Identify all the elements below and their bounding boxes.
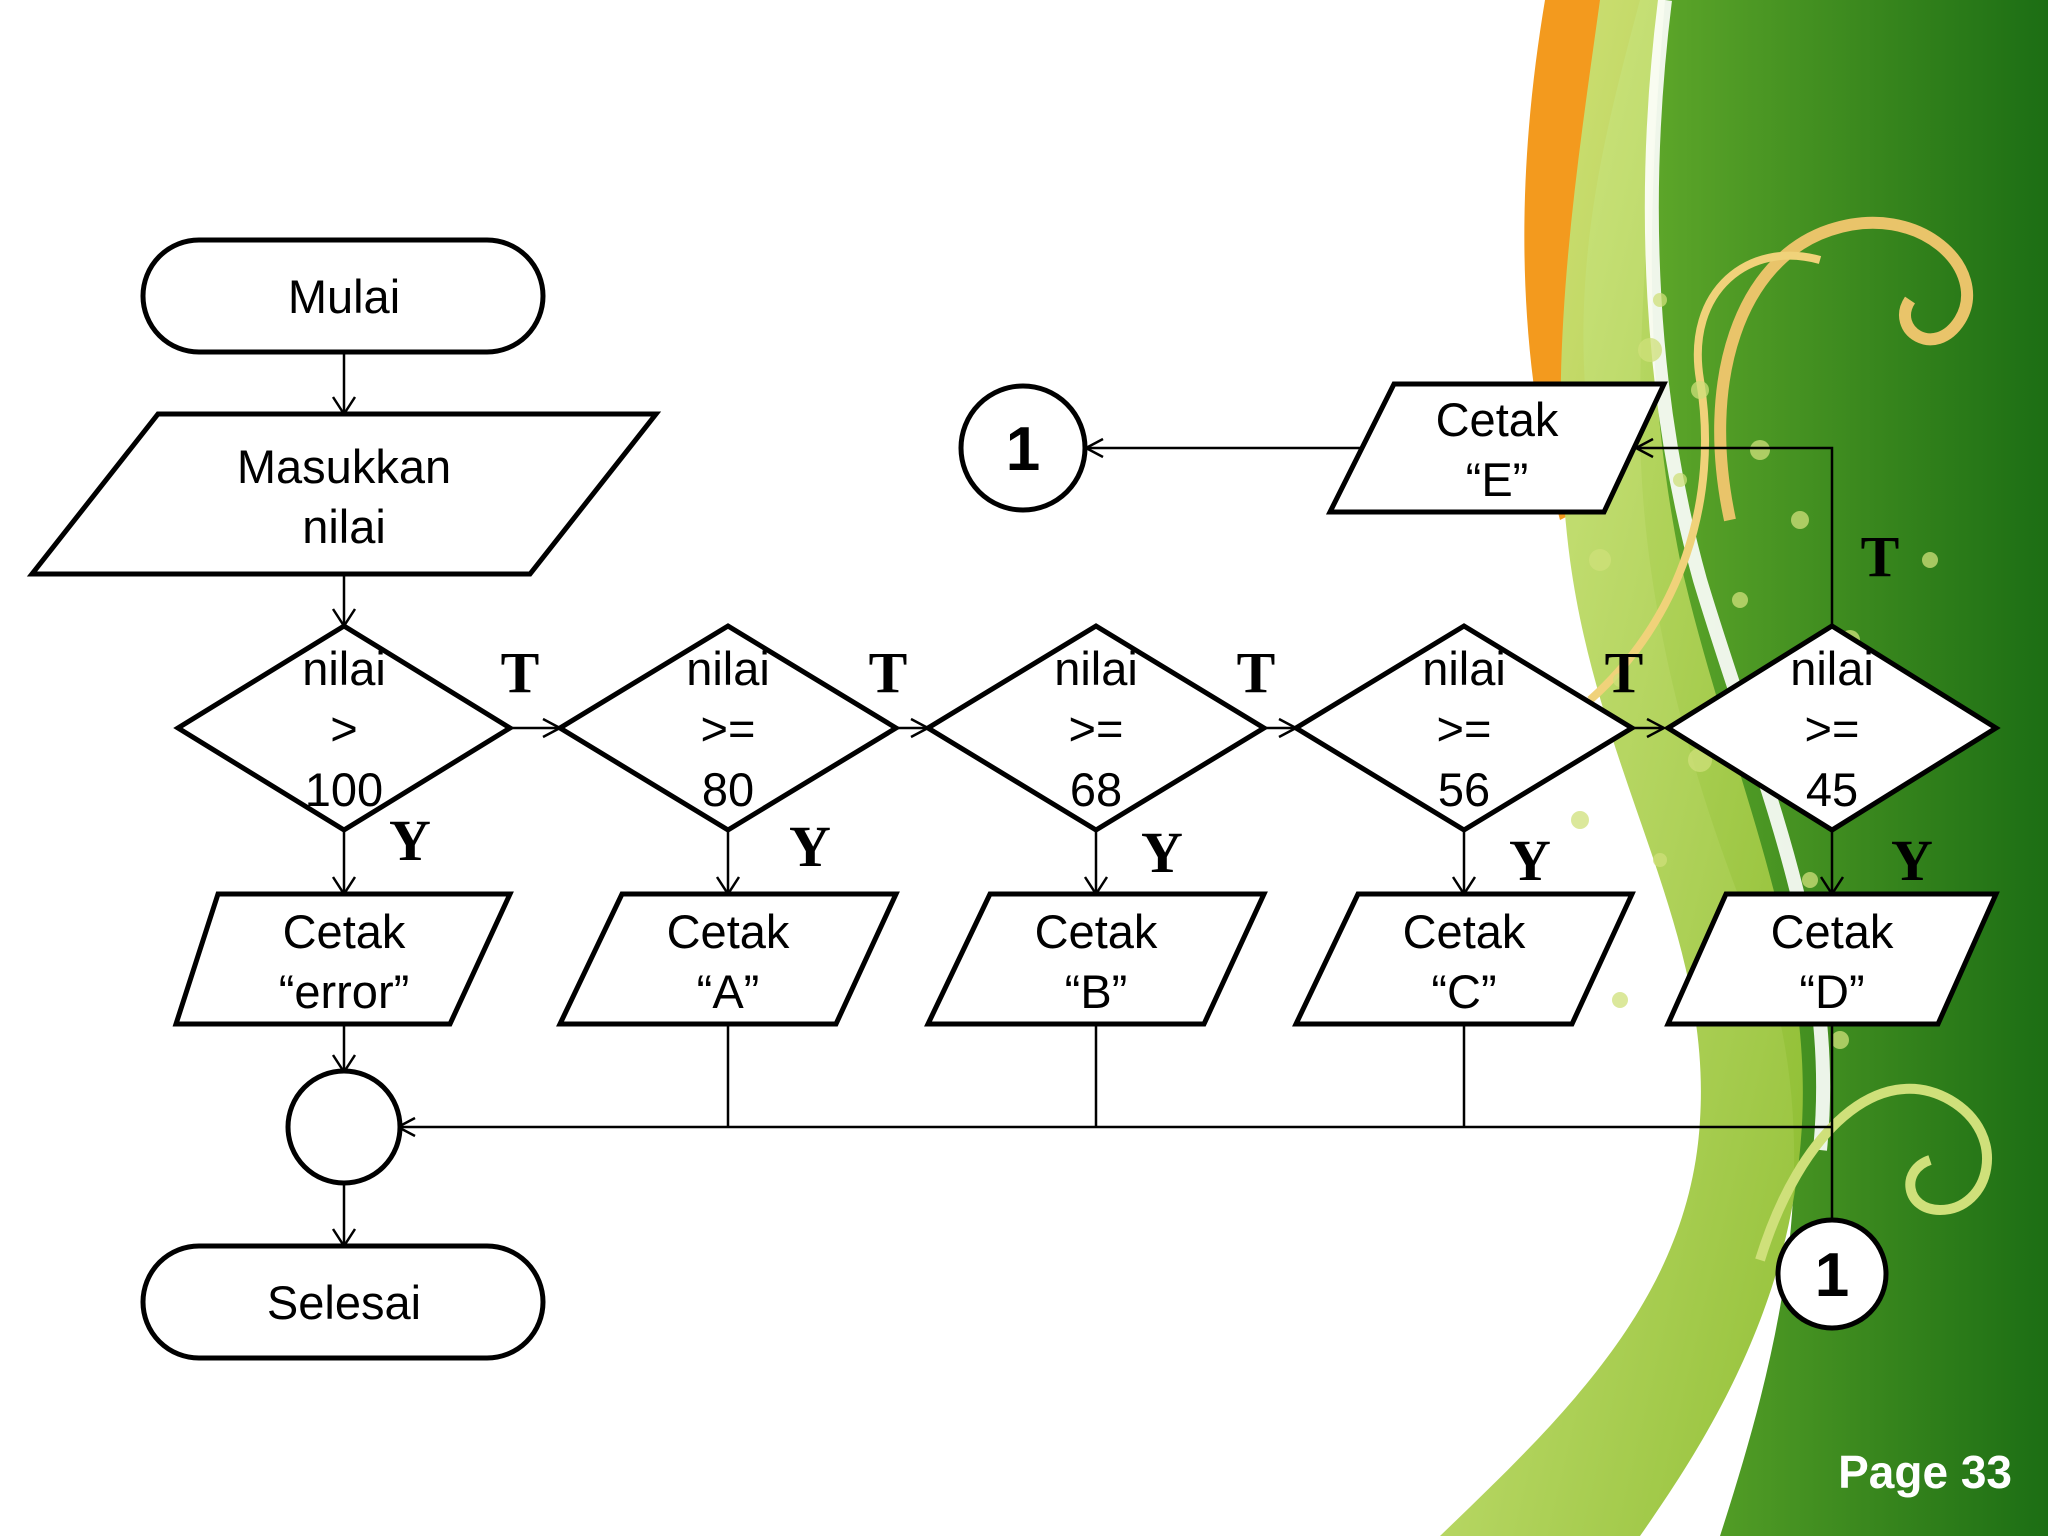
output-a: Cetak “A” — [556, 891, 900, 1027]
decision-5-line2: >= — [1805, 702, 1860, 755]
output-b-line2: “B” — [1065, 965, 1128, 1018]
branch-y-2: Y — [789, 814, 831, 879]
decision-2-line1: nilai — [686, 642, 770, 695]
decision-3-line2: >= — [1069, 702, 1124, 755]
input-label-line2: nilai — [302, 500, 386, 553]
output-d-line2: “D” — [1799, 965, 1864, 1018]
gold-curl-bottom — [1755, 1083, 1992, 1262]
decision-1-line1: nilai — [302, 642, 386, 695]
output-error-line2: “error” — [279, 965, 410, 1018]
output-d-line1: Cetak — [1771, 905, 1894, 958]
connector-top-label: 1 — [1006, 415, 1040, 484]
output-error: Cetak “error” — [172, 891, 514, 1027]
decision-5: nilai >= 45 — [1663, 623, 2001, 833]
decision-2-line2: >= — [701, 702, 756, 755]
input-node: Masukkan nilai — [26, 411, 662, 577]
output-b-line1: Cetak — [1035, 905, 1158, 958]
decision-3-line3: 68 — [1070, 763, 1122, 816]
output-e: Cetak “E” — [1325, 381, 1668, 515]
decision-1: nilai > 100 — [173, 623, 515, 833]
decision-5-line1: nilai — [1790, 642, 1874, 695]
branch-t-3: T — [1237, 640, 1276, 705]
branch-t-1: T — [501, 640, 540, 705]
output-b: Cetak “B” — [924, 891, 1268, 1027]
output-c-line1: Cetak — [1403, 905, 1526, 958]
branch-labels: T T T T T Y Y Y Y Y — [389, 524, 1933, 893]
output-a-line1: Cetak — [667, 905, 790, 958]
decision-4: nilai >= 56 — [1291, 623, 1637, 833]
decision-1-line3: 100 — [305, 763, 383, 816]
page-number: Page 33 — [1838, 1446, 2012, 1498]
branch-y-1: Y — [389, 808, 431, 873]
start-terminator: Mulai — [140, 237, 546, 355]
branch-y-4: Y — [1509, 828, 1551, 893]
decision-2-line3: 80 — [702, 763, 754, 816]
decision-3: nilai >= 68 — [923, 623, 1269, 833]
decision-4-line2: >= — [1437, 702, 1492, 755]
end-label: Selesai — [267, 1276, 421, 1329]
lightgreen-wave — [1440, 0, 1803, 1536]
branch-y-5: Y — [1891, 828, 1933, 893]
connector-bottom-label: 1 — [1815, 1241, 1849, 1310]
merge-connector — [285, 1068, 403, 1186]
output-e-line2: “E” — [1466, 453, 1529, 506]
gold-curl-top — [1714, 216, 1973, 522]
output-a-line2: “A” — [697, 965, 760, 1018]
input-label-line1: Masukkan — [237, 440, 451, 493]
flow-lines — [331, 352, 1845, 1249]
output-e-line1: Cetak — [1436, 393, 1559, 446]
branch-t-2: T — [869, 640, 908, 705]
start-label: Mulai — [288, 270, 400, 323]
offpage-connector-bottom: 1 — [1775, 1217, 1889, 1331]
output-c: Cetak “C” — [1292, 891, 1636, 1027]
output-c-line2: “C” — [1431, 965, 1496, 1018]
branch-t-5: T — [1861, 524, 1900, 589]
decision-1-line2: > — [330, 702, 357, 755]
branch-y-3: Y — [1141, 820, 1183, 885]
offpage-connector-top: 1 — [958, 383, 1088, 513]
end-terminator: Selesai — [140, 1243, 546, 1361]
output-error-line1: Cetak — [283, 905, 406, 958]
decision-5-line3: 45 — [1806, 763, 1858, 816]
branch-t-4: T — [1605, 640, 1644, 705]
decision-4-line3: 56 — [1438, 763, 1490, 816]
decision-3-line1: nilai — [1054, 642, 1138, 695]
decision-2: nilai >= 80 — [555, 623, 901, 833]
decision-4-line1: nilai — [1422, 642, 1506, 695]
output-d: Cetak “D” — [1664, 891, 2000, 1027]
